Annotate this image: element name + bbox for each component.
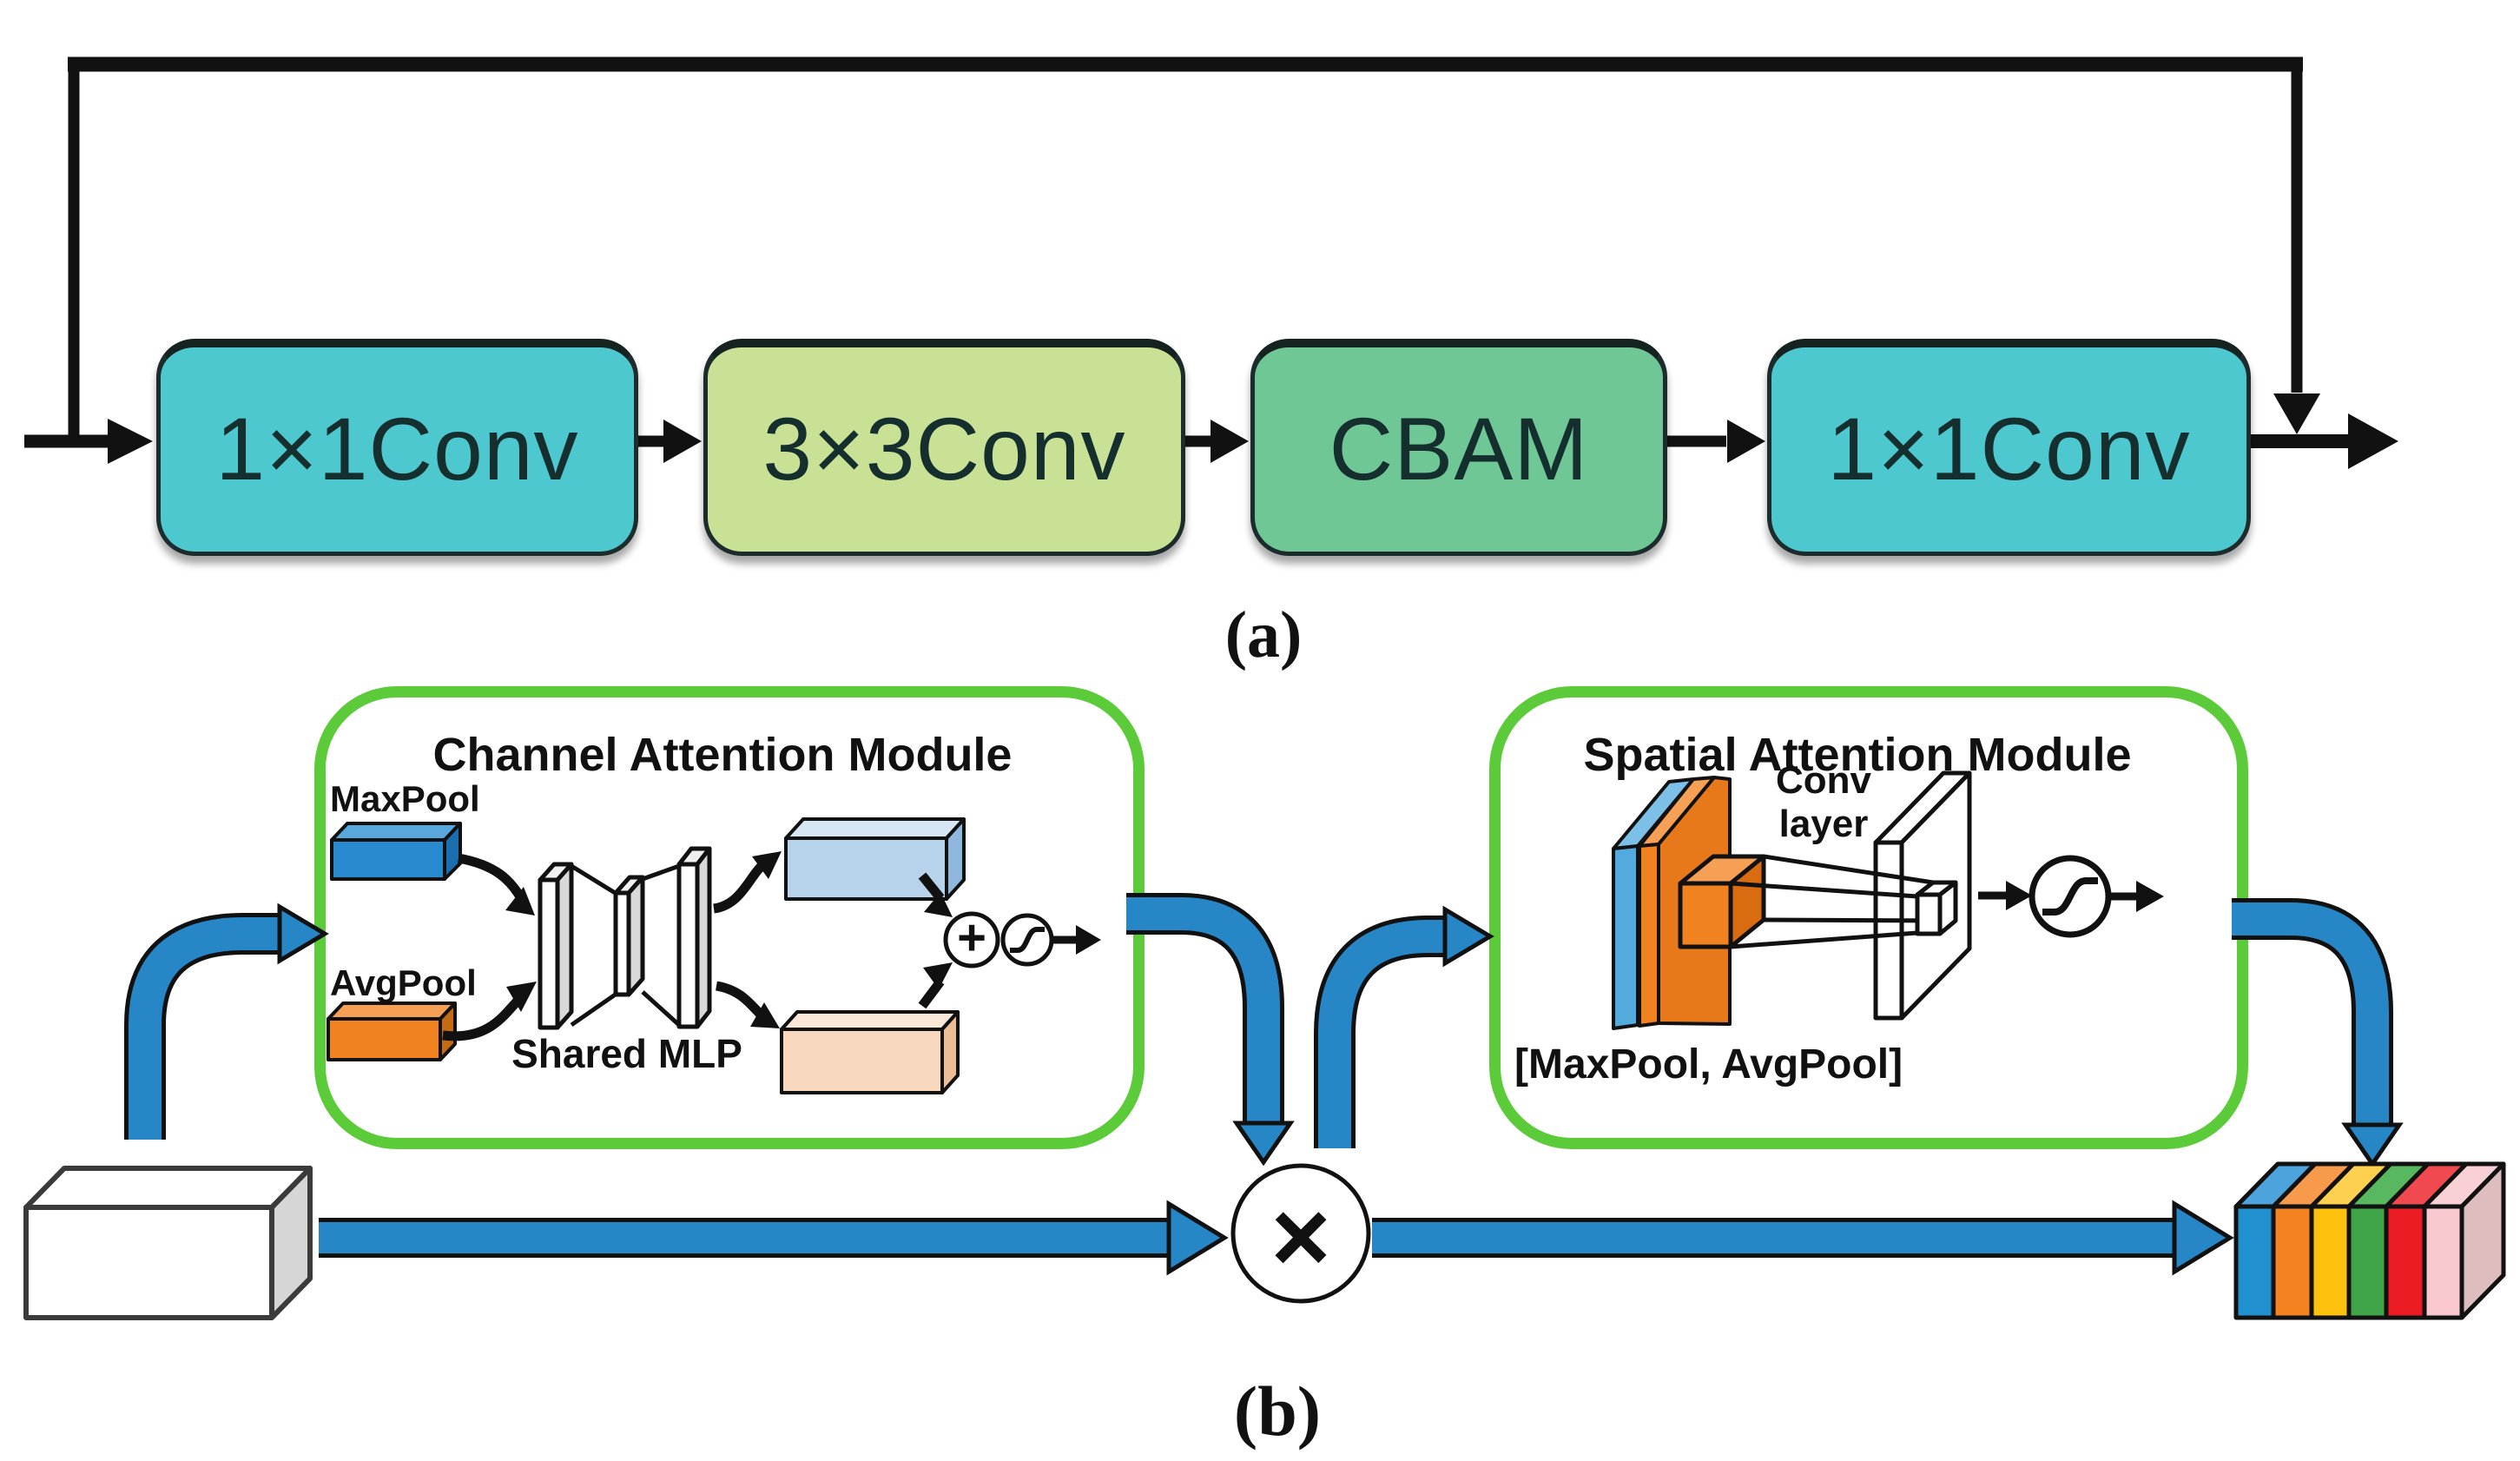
panel-a-caption: (a): [1224, 598, 1303, 671]
multiply-operator: ×: [1270, 1180, 1331, 1294]
input-feature-tensor: [23, 1166, 313, 1320]
conv-target-cube: [1915, 880, 1958, 936]
channel-module-arrows: [442, 851, 1101, 1041]
pool-concat-label: [MaxPool, AvgPool]: [1514, 1041, 1903, 1087]
conv-block-3x3: 3×3Conv: [703, 339, 1185, 556]
residual-skip-connection: [24, 56, 2398, 469]
shared-mlp-shape: [538, 846, 712, 1030]
conv-layer-label: Conv layer: [1776, 759, 1871, 846]
channel-attention-module-box: [314, 686, 1145, 1149]
conv-block-label: 1×1Conv: [215, 400, 579, 499]
sigmoid-icon: [1000, 913, 1054, 967]
avgpool-label: AvgPool: [330, 962, 477, 1003]
maxpool-tensor: [330, 822, 462, 881]
add-operator: +: [957, 909, 986, 966]
spatial-module-arrows: [1978, 881, 2164, 912]
maxpool-label: MaxPool: [330, 778, 480, 819]
conv-frustum-lines: [1730, 854, 1956, 949]
sigmoid-icon: [2029, 855, 2112, 938]
channel-module-title: Channel Attention Module: [432, 729, 1013, 781]
conv-block-label: 3×3Conv: [762, 400, 1126, 499]
conv-block-label: 1×1Conv: [1827, 400, 2191, 499]
spatial-module-title: Spatial Attention Module: [1583, 729, 2132, 781]
conv-block-1x1-last: 1×1Conv: [1767, 339, 2251, 556]
conv-block-label: CBAM: [1329, 400, 1589, 499]
output-feature-stack: [2233, 1161, 2506, 1320]
shared-mlp-label: Shared MLP: [511, 1031, 742, 1076]
conv-layer-label-line2: layer: [1778, 803, 1869, 845]
avgpool-tensor: [327, 1002, 457, 1061]
blue-flow-arrows: [124, 893, 2404, 1276]
conv-layer-label-line1: Conv: [1776, 759, 1871, 802]
add-icon: [943, 911, 1000, 968]
channel-avg-descriptor: [780, 1010, 960, 1094]
cbam-block: CBAM: [1250, 339, 1667, 556]
conv-block-1x1-first: 1×1Conv: [156, 339, 638, 556]
panel-b-caption: (b): [1233, 1372, 1322, 1451]
channel-max-descriptor: [784, 817, 966, 901]
multiply-icon: [1230, 1163, 1371, 1304]
